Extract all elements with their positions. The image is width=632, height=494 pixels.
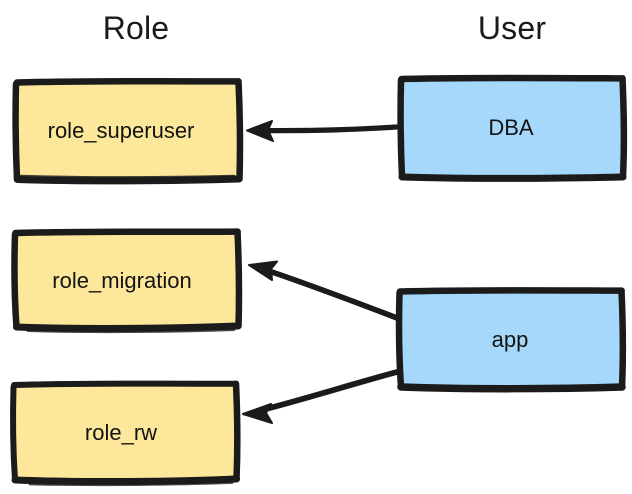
edge-dba-to-role-superuser [246, 120, 399, 142]
column-title-user: User [477, 10, 547, 46]
role-migration-shape [11, 228, 243, 334]
node-dba[interactable]: DBA [396, 74, 628, 182]
column-title-role: Role [102, 10, 170, 46]
role-superuser-shape [12, 77, 244, 185]
app-shape [395, 287, 627, 393]
role-rw-shape [10, 380, 241, 487]
node-role-superuser[interactable]: role_superuser [12, 77, 244, 185]
edge-app-to-role-migration [248, 260, 400, 321]
node-app[interactable]: app [394, 286, 627, 394]
node-role-migration[interactable]: role_migration [10, 228, 243, 334]
edge-app-to-role-rw [242, 369, 400, 424]
node-role-rw[interactable]: role_rw [8, 380, 241, 487]
dba-shape [397, 74, 628, 182]
